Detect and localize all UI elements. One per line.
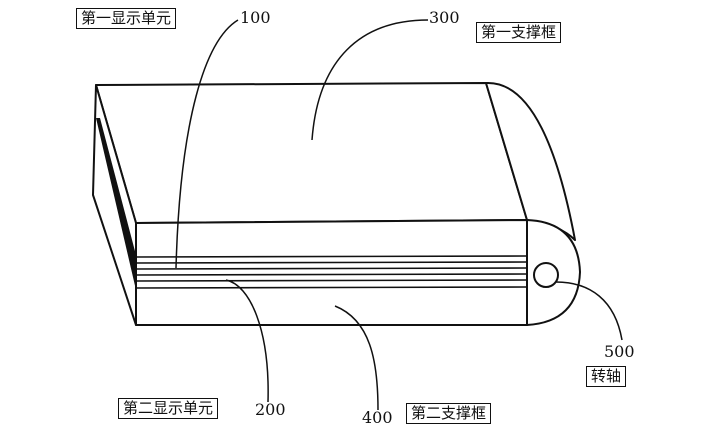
ref-number-300: 300: [429, 8, 460, 27]
ref-number-100: 100: [240, 8, 271, 27]
leader-500: [555, 281, 623, 341]
display-layer-line: [135, 273, 528, 276]
label-second-support-frame: 第二支撑框: [406, 403, 492, 424]
front-lower-face: [135, 219, 528, 326]
display-layer-line: [135, 255, 528, 258]
left-dark-edge: [96, 118, 136, 290]
ref-number-200: 200: [255, 400, 286, 419]
top-panel: [95, 82, 528, 224]
display-layer-line: [135, 286, 528, 289]
ref-number-400: 400: [362, 408, 393, 427]
leader-400: [334, 305, 379, 411]
ref-number-500: 500: [604, 342, 635, 361]
label-first-support-frame: 第一支撑框: [476, 22, 562, 43]
leader-300: [311, 19, 429, 141]
label-display-unit-top: 第一显示单元: [76, 8, 177, 29]
label-rotating-shaft: 转轴: [586, 366, 627, 387]
display-layer-line: [135, 267, 528, 270]
leader-100: [175, 19, 239, 269]
label-display-unit-bottom: 第二显示单元: [118, 398, 219, 419]
display-layer-line: [135, 279, 528, 282]
display-layer-line: [135, 261, 528, 264]
leader-200: [225, 279, 269, 403]
rotating-shaft-circle: [533, 262, 559, 288]
